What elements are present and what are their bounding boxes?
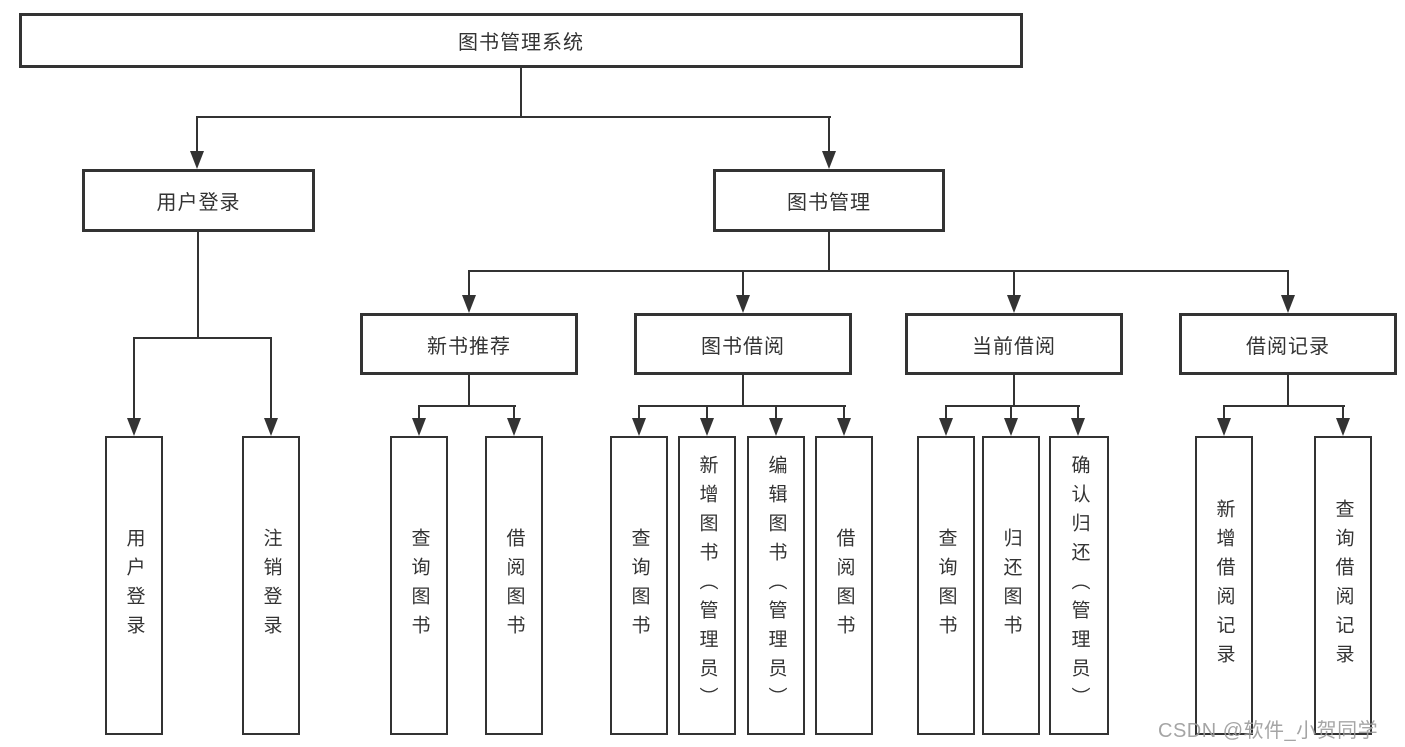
connector-level3-hline xyxy=(468,270,1289,272)
leaf-query-books-current-label: 查询图书 xyxy=(935,527,957,644)
connector-g4-stem2 xyxy=(1342,405,1344,420)
arrowhead-book-borrow xyxy=(736,295,750,313)
watermark: CSDN @软件_小贺同学 xyxy=(1158,720,1379,742)
connector-stem-borrow-records xyxy=(1287,270,1289,296)
node-new-book-recommend-label: 新书推荐 xyxy=(427,335,511,358)
leaf-user-login: 用户登录 xyxy=(105,436,163,735)
arrowhead-g2-leaf2 xyxy=(700,418,714,436)
connector-stem-book-borrow xyxy=(742,270,744,296)
connector-g3-stem1 xyxy=(945,405,947,420)
leaf-query-borrow-record-label: 查询借阅记录 xyxy=(1332,498,1354,673)
leaf-query-borrow-record: 查询借阅记录 xyxy=(1314,436,1372,735)
leaf-query-books-recommend: 查询图书 xyxy=(390,436,448,735)
connector-g2-trunk xyxy=(742,375,744,407)
arrowhead-g2-leaf4 xyxy=(837,418,851,436)
connector-g1-hline xyxy=(418,405,516,407)
leaf-query-books-current: 查询图书 xyxy=(917,436,975,735)
arrowhead-g2-leaf3 xyxy=(769,418,783,436)
arrowhead-g4-leaf1 xyxy=(1217,418,1231,436)
leaf-query-books-recommend-label: 查询图书 xyxy=(408,527,430,644)
connector-user-login-trunk xyxy=(197,232,199,338)
node-library-system: 图书管理系统 xyxy=(19,13,1023,68)
connector-g1-stem1 xyxy=(418,405,420,420)
connector-g4-hline xyxy=(1223,405,1345,407)
arrowhead-leaf-logout xyxy=(264,418,278,436)
connector-g4-stem1 xyxy=(1223,405,1225,420)
leaf-borrow-books-borrowing-label: 借阅图书 xyxy=(833,527,855,644)
connector-stem-current-borrow xyxy=(1013,270,1015,296)
arrowhead-g2-leaf1 xyxy=(632,418,646,436)
connector-user-login-hline xyxy=(133,337,272,339)
node-borrowing-records-label: 借阅记录 xyxy=(1246,335,1330,358)
leaf-edit-book-admin-label: 编辑图书（管理员） xyxy=(765,455,787,716)
leaf-borrow-books-recommend-label: 借阅图书 xyxy=(503,527,525,644)
connector-g2-hline xyxy=(638,405,846,407)
leaf-add-book-admin-label: 新增图书（管理员） xyxy=(696,455,718,716)
arrowhead-current-borrow xyxy=(1007,295,1021,313)
leaf-logout-label: 注销登录 xyxy=(260,527,282,644)
leaf-borrow-books-borrowing: 借阅图书 xyxy=(815,436,873,735)
connector-g1-stem2 xyxy=(513,405,515,420)
leaf-query-books-borrowing-label: 查询图书 xyxy=(628,527,650,644)
arrowhead-g3-leaf1 xyxy=(939,418,953,436)
arrowhead-g3-leaf3 xyxy=(1071,418,1085,436)
node-book-borrowing: 图书借阅 xyxy=(634,313,852,375)
connector-g2-stem2 xyxy=(706,405,708,420)
arrowhead-g1-leaf1 xyxy=(412,418,426,436)
node-user-login-label: 用户登录 xyxy=(156,192,241,214)
arrowhead-new-book xyxy=(462,295,476,313)
arrowhead-book-mgmt xyxy=(822,151,836,169)
leaf-logout: 注销登录 xyxy=(242,436,300,735)
leaf-return-books-label: 归还图书 xyxy=(1000,527,1022,644)
connector-level2-hline xyxy=(196,116,831,118)
connector-stem-user-login xyxy=(196,116,198,152)
leaf-return-books: 归还图书 xyxy=(982,436,1040,735)
leaf-borrow-books-recommend: 借阅图书 xyxy=(485,436,543,735)
connector-g2-stem4 xyxy=(843,405,845,420)
arrowhead-g1-leaf2 xyxy=(507,418,521,436)
node-book-borrowing-label: 图书借阅 xyxy=(701,335,785,358)
arrowhead-user-login xyxy=(190,151,204,169)
connector-book-mgmt-trunk xyxy=(828,232,830,272)
leaf-confirm-return-admin-label: 确认归还（管理员） xyxy=(1068,455,1090,716)
connector-g2-stem3 xyxy=(775,405,777,420)
leaf-edit-book-admin: 编辑图书（管理员） xyxy=(747,436,805,735)
connector-stem-book-mgmt xyxy=(828,116,830,152)
connector-stem-new-book xyxy=(468,270,470,296)
leaf-query-books-borrowing: 查询图书 xyxy=(610,436,668,735)
connector-g3-hline xyxy=(945,405,1080,407)
connector-g2-stem1 xyxy=(638,405,640,420)
connector-stem-leaf-logout xyxy=(270,337,272,419)
arrowhead-borrow-records xyxy=(1281,295,1295,313)
connector-g1-trunk xyxy=(468,375,470,407)
node-current-borrowing-label: 当前借阅 xyxy=(972,335,1056,358)
leaf-add-book-admin: 新增图书（管理员） xyxy=(678,436,736,735)
connector-stem-leaf-login xyxy=(133,337,135,419)
node-new-book-recommend: 新书推荐 xyxy=(360,313,578,375)
leaf-user-login-label: 用户登录 xyxy=(123,527,145,644)
connector-g3-stem2 xyxy=(1010,405,1012,420)
node-current-borrowing: 当前借阅 xyxy=(905,313,1123,375)
arrowhead-g4-leaf2 xyxy=(1336,418,1350,436)
leaf-add-borrow-record: 新增借阅记录 xyxy=(1195,436,1253,735)
leaf-add-borrow-record-label: 新增借阅记录 xyxy=(1213,498,1235,673)
node-book-management: 图书管理 xyxy=(713,169,945,232)
node-book-management-label: 图书管理 xyxy=(787,192,871,214)
arrowhead-g3-leaf2 xyxy=(1004,418,1018,436)
leaf-confirm-return-admin: 确认归还（管理员） xyxy=(1049,436,1109,735)
connector-root-trunk xyxy=(520,68,522,118)
node-user-login: 用户登录 xyxy=(82,169,315,232)
connector-g3-trunk xyxy=(1013,375,1015,407)
arrowhead-leaf-login xyxy=(127,418,141,436)
node-borrowing-records: 借阅记录 xyxy=(1179,313,1397,375)
node-library-system-label: 图书管理系统 xyxy=(458,32,584,54)
connector-g4-trunk xyxy=(1287,375,1289,407)
connector-g3-stem3 xyxy=(1077,405,1079,420)
